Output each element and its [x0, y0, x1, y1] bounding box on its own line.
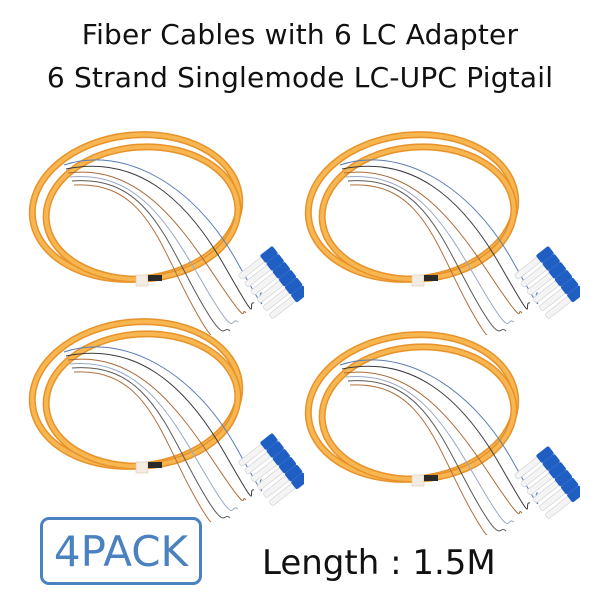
fiber-bundle-image-4 [300, 325, 580, 535]
pack-quantity-badge: 4PACK [40, 517, 202, 585]
cable-length-label: Length : 1.5M [262, 543, 496, 583]
fiber-cable-icon [24, 125, 304, 335]
fiber-bundle-image-3 [24, 312, 304, 522]
pack-quantity-label: 4PACK [53, 526, 189, 576]
fiber-cable-icon [24, 312, 304, 522]
fiber-bundle-image-2 [300, 125, 580, 335]
fiber-cable-icon [300, 125, 580, 335]
fiber-bundle-image-1 [24, 125, 304, 335]
title-line-2: 6 Strand Singlemode LC-UPC Pigtail [46, 61, 554, 94]
title-line-1: Fiber Cables with 6 LC Adapter [81, 18, 519, 51]
fiber-cable-icon [300, 325, 580, 535]
